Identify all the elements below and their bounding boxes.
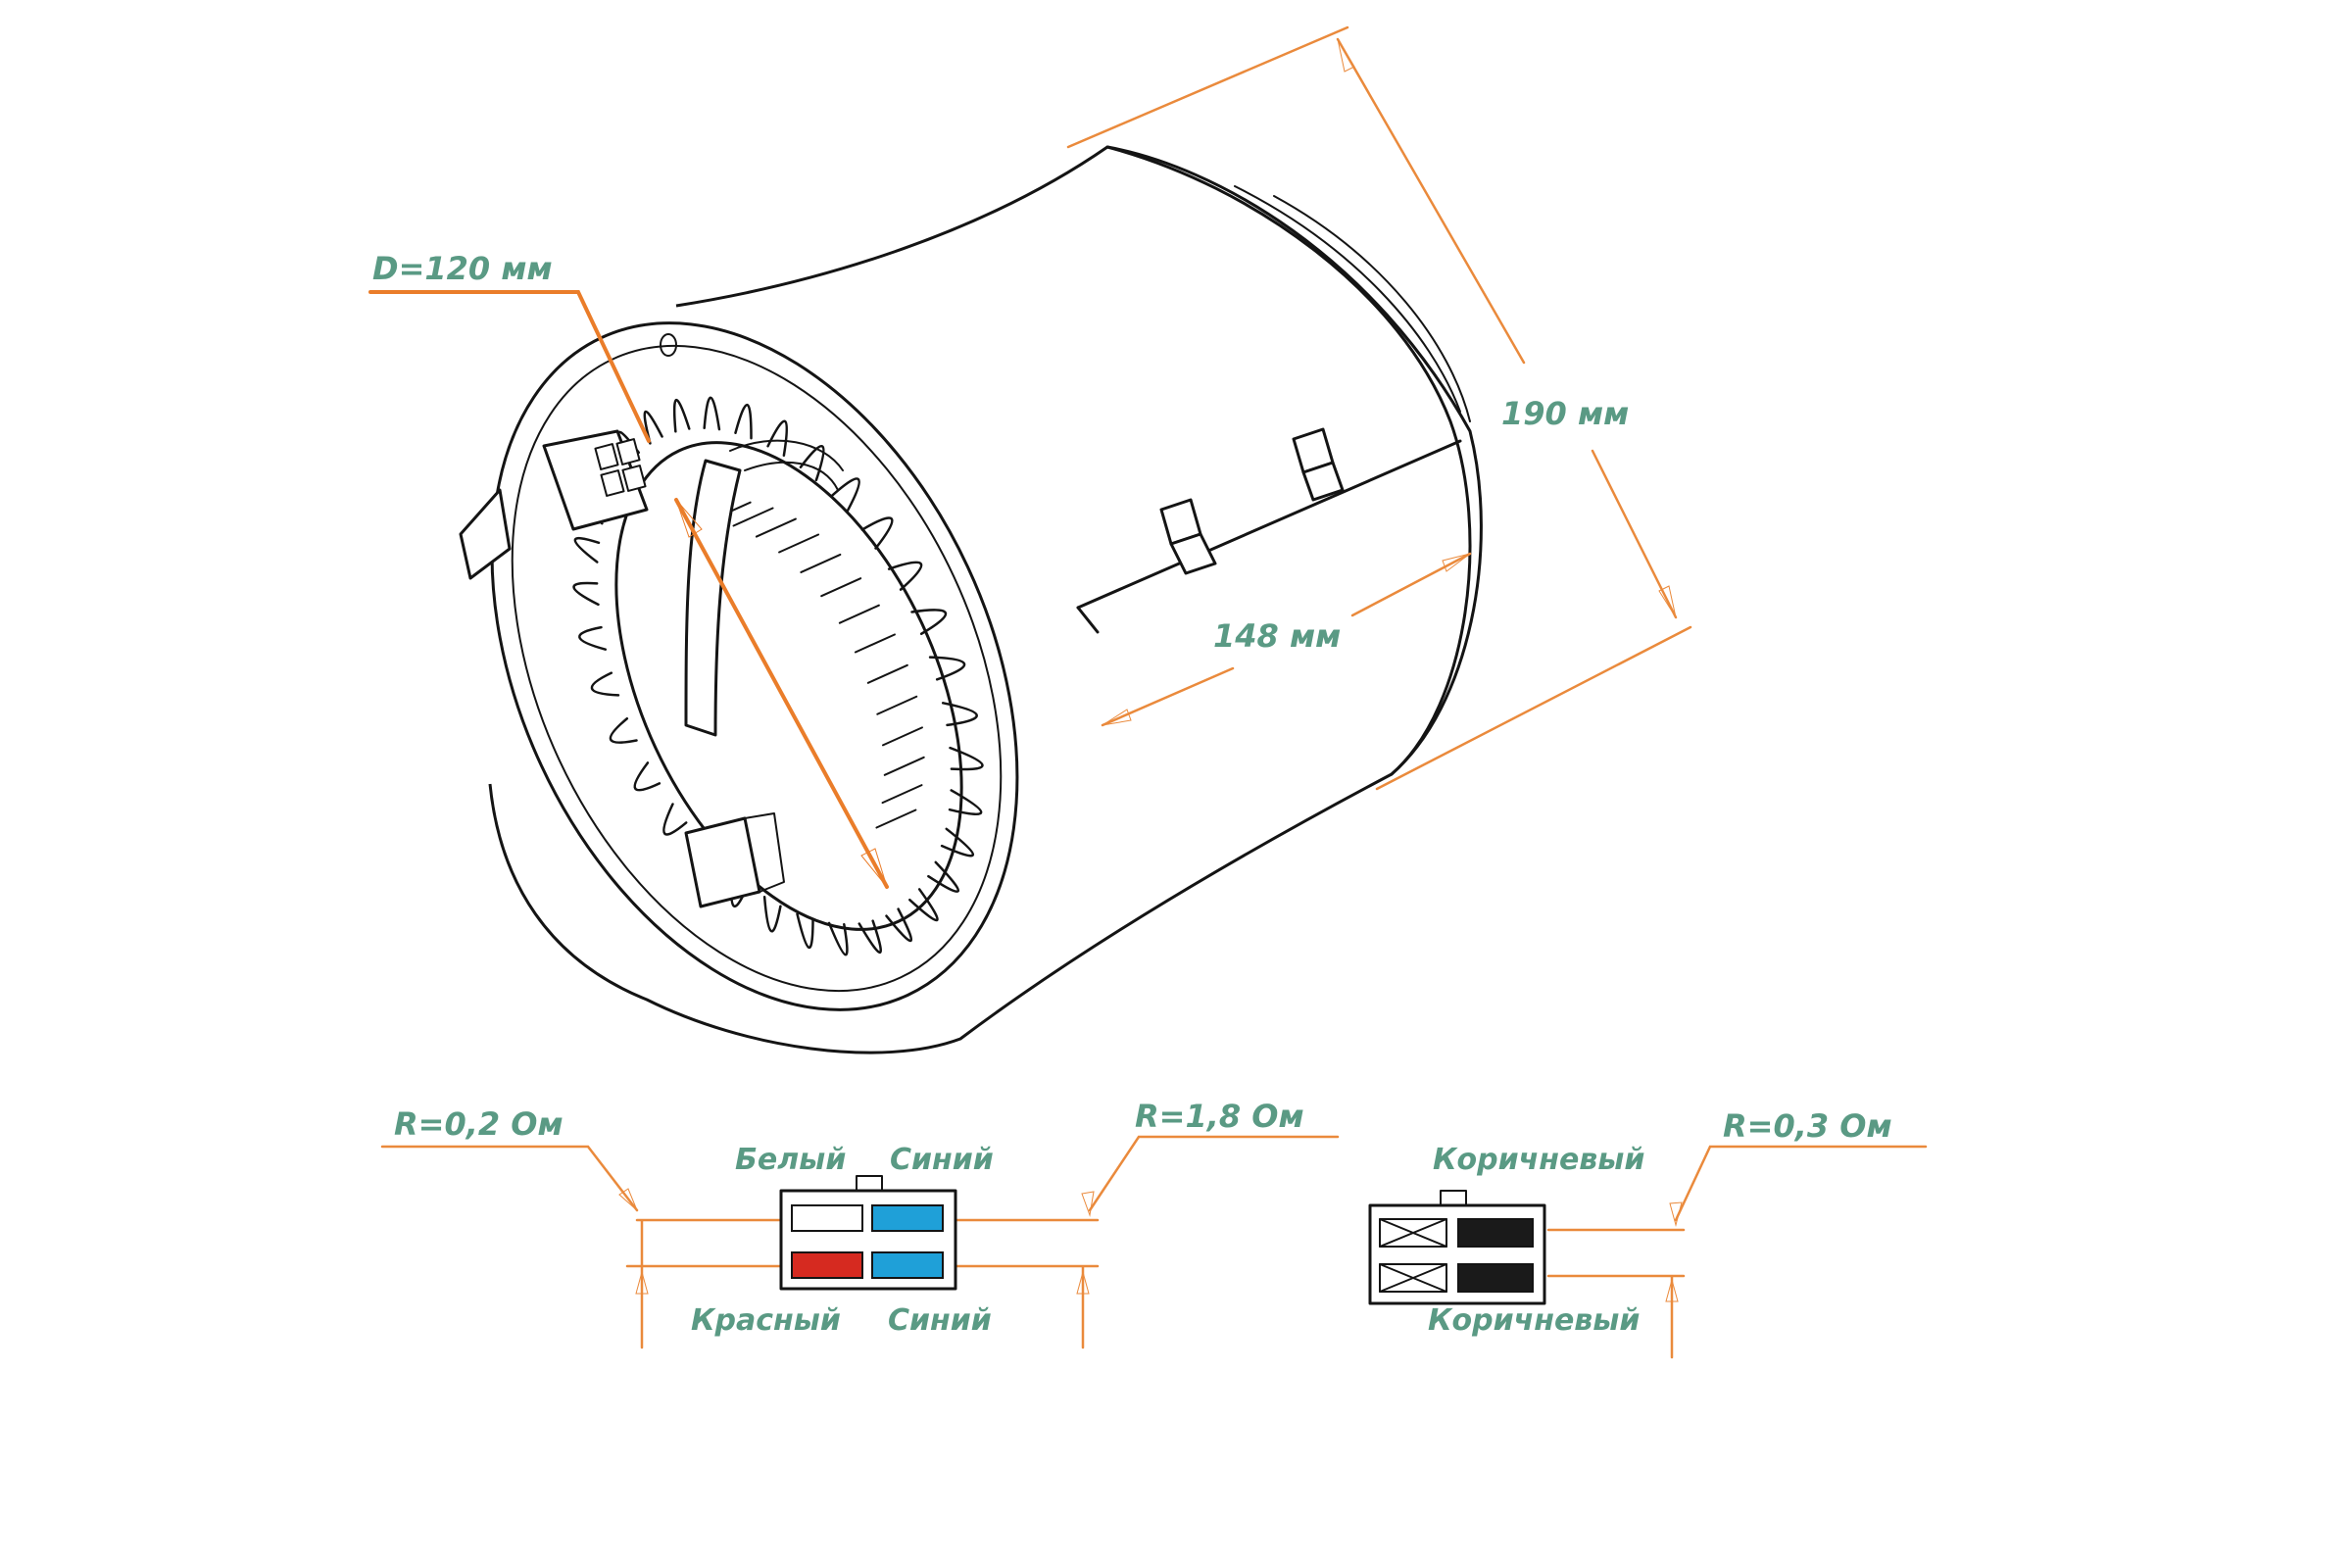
wire-bundle: [684, 459, 742, 737]
connector-2: [1368, 1145, 1928, 1359]
connector-1-label-blue-bottom: Синий: [888, 1303, 992, 1338]
connector-1-label-blue-top: Синий: [890, 1143, 994, 1177]
winding-coil: [643, 410, 663, 445]
winding-coil: [734, 403, 753, 440]
diameter-label: D=120 мм: [372, 250, 553, 287]
winding-coil: [928, 656, 966, 681]
length-dim-line: [1101, 552, 1472, 727]
outer-ext-bottom: [1375, 625, 1692, 791]
stator-slot: [854, 633, 896, 654]
stator-slot: [881, 726, 923, 747]
connector-1: [380, 1135, 1340, 1349]
connector-2-label-top: Коричневый: [1433, 1143, 1644, 1177]
winding-coil: [860, 516, 894, 550]
connector-2-pin-brown-top: [1457, 1218, 1534, 1248]
connector-2-resistance: R=0,3 Ом: [1723, 1107, 1892, 1145]
stator-top-seam: [1076, 439, 1462, 610]
stator-slot: [876, 695, 918, 715]
winding-coil: [941, 702, 978, 727]
connector-2-resistance-leader: [1674, 1145, 1928, 1222]
connector-1-pin-blue-top: [871, 1204, 944, 1232]
winding-coil: [766, 419, 789, 458]
connector-1-resistance-leader-left: [380, 1145, 639, 1212]
connector-1-resistance-right: R=1,8 Ом: [1135, 1098, 1304, 1135]
winding-coil: [662, 803, 688, 836]
stator-back-rim: [1105, 145, 1472, 776]
winding-coil: [762, 895, 782, 933]
connector-1-pin-white: [791, 1204, 863, 1232]
winding-coil: [910, 609, 948, 636]
winding-coil: [949, 746, 984, 771]
winding-coil: [672, 398, 691, 433]
stator-tab-left: [1159, 498, 1217, 575]
stator-bore: [614, 441, 963, 931]
stator-connector-top: [542, 429, 649, 531]
stator-slot: [875, 808, 917, 829]
connector-1-resistance-leader-right: [1088, 1135, 1340, 1212]
diameter-leader: [368, 290, 651, 443]
dimension-lines: [368, 25, 1692, 889]
outer-diameter-label: 190 мм: [1501, 395, 1629, 432]
stator-side-tab: [459, 488, 512, 580]
connector-1-pin-red: [791, 1251, 863, 1279]
winding-coil: [590, 671, 620, 697]
stator-slot: [820, 577, 862, 598]
diameter-arrow-line: [674, 498, 889, 889]
connector-1-pin-blue-bottom: [871, 1251, 944, 1279]
winding-coil: [827, 921, 849, 956]
connector-2-pin-empty-top: [1379, 1218, 1447, 1248]
outer-ext-top: [1066, 25, 1349, 149]
winding-coil: [578, 625, 608, 651]
length-label: 148 мм: [1213, 617, 1341, 655]
stator-slot: [755, 517, 797, 538]
stator-slot: [881, 784, 923, 805]
winding-coil: [887, 561, 923, 591]
connector-2-label-bottom: Коричневый: [1428, 1303, 1640, 1338]
stator-slot: [883, 756, 925, 776]
stator-connector-bottom: [684, 812, 785, 908]
winding-coil: [796, 912, 814, 950]
winding-coil: [703, 396, 721, 431]
stator-tab-right: [1292, 427, 1345, 502]
winding-coil: [799, 445, 825, 482]
winding-coil: [572, 581, 600, 607]
connector-1-resistance-left: R=0,2 Ом: [394, 1105, 564, 1143]
winding-coil: [609, 716, 638, 744]
connector-1-label-red: Красный: [691, 1303, 841, 1338]
stator-slot: [732, 507, 774, 527]
winding-coil: [831, 477, 860, 514]
stator-slot: [866, 663, 908, 684]
stator-drawing: [459, 145, 1483, 1054]
stator-slot: [838, 604, 880, 624]
winding-coil: [633, 761, 662, 792]
connector-2-pin-brown-bottom: [1457, 1263, 1534, 1293]
winding-coil: [858, 919, 882, 955]
stator-slot: [778, 533, 820, 554]
mounting-hole: [660, 333, 677, 357]
stator-slot: [800, 553, 842, 573]
winding-coil: [573, 536, 601, 564]
connector-1-label-white: Белый: [735, 1143, 846, 1177]
connector-2-pin-empty-bottom: [1379, 1263, 1447, 1293]
